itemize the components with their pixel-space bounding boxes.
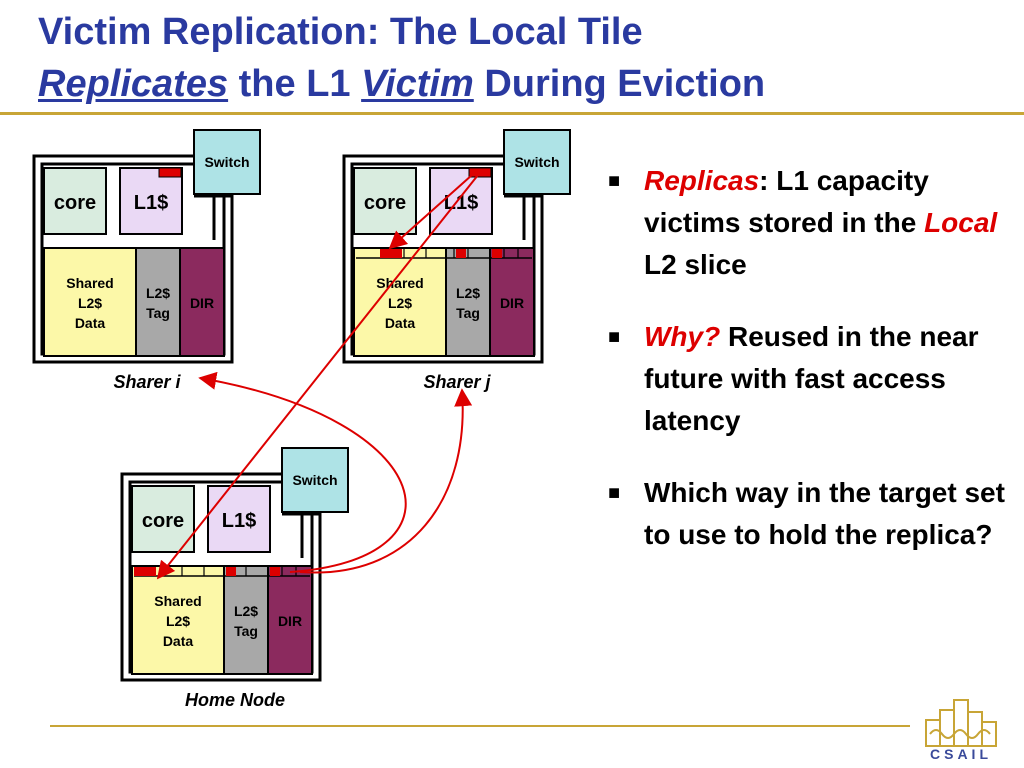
l2-tag-label: Tag [456,305,480,321]
tile-caption: Sharer j [423,372,491,392]
tile-outer-frame [120,472,322,682]
switch-label: Switch [292,472,337,488]
switch-box [281,447,349,513]
bullet-square-icon: ■ [608,482,621,504]
bullet-which-way: ■ Which way in the target set to use to … [600,472,1010,556]
csail-logo-icon [925,699,997,747]
tile-caption: Sharer i [113,372,181,392]
l2-data-label: Shared [154,593,201,609]
l2-tag-label: L2$ [234,603,258,619]
l2-tag-box [445,247,491,357]
dir-label: DIR [190,295,214,311]
arrow-home-to-sharer-j [299,388,473,574]
core-label: core [142,510,184,532]
csail-logo-text: CSAIL [930,746,992,762]
l2-data-label: Shared [66,275,113,291]
bullet-why: ■ Why? Reused in the near future with fa… [600,316,1010,442]
core-label: core [54,192,96,214]
l2-data-label: Data [75,315,106,331]
bullet-square-icon: ■ [608,170,621,192]
l2-data-label: Shared [376,275,423,291]
l2-data-label: L2$ [166,613,190,629]
bullet-list: ■ Replicas: L1 capacity victims stored i… [600,160,1010,586]
l2-tag-box [223,565,269,675]
title-victim: Victim [361,63,474,105]
l2-data-label: L2$ [388,295,412,311]
l2-tag-label: Tag [234,623,258,639]
l2-data-label: Data [385,315,416,331]
core-label: core [364,192,406,214]
tile-caption: Home Node [185,690,285,710]
core-box [43,167,107,235]
switch-label: Switch [204,154,249,170]
dir-label: DIR [500,295,524,311]
l2-data-box [43,247,137,357]
switch-label: Switch [514,154,559,170]
dir-label: DIR [278,613,302,629]
title-replicates: Replicates [38,63,229,105]
replica-tag [456,249,466,258]
bullet-replicas-emphasis: Replicas [644,165,760,196]
bullet-local-emphasis: Local [924,207,998,238]
title-line-1: Victim Replication: The Local Tile [38,11,643,53]
arrow-l1-to-local-replica [388,174,473,250]
dir-box [267,565,313,675]
core-box [131,485,195,553]
title-divider [0,112,1024,115]
l1-label: L1$ [222,510,256,532]
l2-data-box [353,247,447,357]
slide-title: Victim Replication: The Local Tile Repli… [38,6,765,110]
dir-box [489,247,535,357]
l1-victim-line [468,167,492,178]
l1-cache-box [119,167,183,235]
l2-tag-box [135,247,181,357]
replica-way [380,249,402,258]
l2-data-label: Data [163,633,194,649]
replica-way [134,567,156,576]
bullet-replicas: ■ Replicas: L1 capacity victims stored i… [600,160,1010,286]
replica-tag [226,567,236,576]
title-the-l1: the L1 [238,63,351,105]
bullet-replicas-text: : L1 capacity victims stored in the [644,165,929,238]
l1-label: L1$ [134,192,168,214]
core-box [353,167,417,235]
footer-divider [50,725,910,727]
tile-outer-frame [32,154,234,364]
l2-tag-label: L2$ [456,285,480,301]
l1-cache-box [207,485,271,553]
bullet-replicas-tail: L2 slice [644,249,747,280]
switch-box [503,129,571,195]
l2-tag-label: L2$ [146,285,170,301]
dir-box [179,247,225,357]
l2-tag-label: Tag [146,305,170,321]
arrow-l1-to-home [156,174,479,580]
bullet-which-way-text: Which way in the target set to use to ho… [644,477,1005,550]
switch-box [193,129,261,195]
l2-data-label: L2$ [78,295,102,311]
arrow-home-to-sharer-i [198,371,407,573]
title-during-eviction: During Eviction [484,63,766,105]
dir-entry [270,567,280,576]
bullet-square-icon: ■ [608,326,621,348]
l1-victim-line [158,167,182,178]
bullet-why-text: Reused in the near future with fast acce… [644,321,979,436]
tile-outer-frame [342,154,544,364]
dir-entry [492,249,502,258]
bullet-why-emphasis: Why? [644,321,721,352]
